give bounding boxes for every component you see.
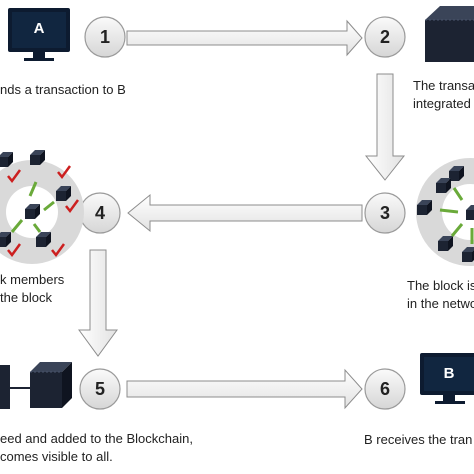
step-1-circle: 1 [84, 16, 126, 58]
step-3-circle: 3 [364, 192, 406, 234]
caption-step-4-line2: the block [0, 290, 53, 305]
step-4-circle: 4 [79, 192, 121, 234]
caption-step-1: nds a transaction to B [0, 82, 126, 97]
step-3-number: 3 [380, 203, 390, 223]
network-left-icon [0, 150, 84, 264]
caption-step-5-line2: comes visible to all. [0, 449, 113, 464]
step-2-number: 2 [380, 27, 390, 47]
step-1-number: 1 [100, 27, 110, 47]
caption-step-3-line2: in the netwo [407, 296, 474, 311]
monitor-a-icon: A [8, 8, 70, 61]
monitor-b-letter: B [444, 365, 455, 382]
step-5-circle: 5 [79, 368, 121, 410]
arrow-2-to-3 [364, 73, 406, 181]
block-cube-icon [425, 6, 474, 62]
caption-step-6: B receives the tran [364, 432, 473, 447]
monitor-a-letter: A [34, 20, 45, 37]
caption-step-2-line1: The transa [413, 78, 474, 93]
network-right-icon [416, 158, 474, 266]
arrow-4-to-5 [78, 249, 118, 357]
monitor-b-icon: B [420, 353, 474, 404]
arrow-5-to-6 [126, 368, 363, 410]
caption-step-5-line1: eed and added to the Blockchain, [0, 431, 193, 446]
step-6-circle: 6 [364, 368, 406, 410]
step-4-number: 4 [95, 203, 105, 223]
block-chain-icon [0, 362, 72, 409]
step-2-circle: 2 [364, 16, 406, 58]
arrow-1-to-2 [126, 19, 363, 57]
step-6-number: 6 [380, 379, 390, 399]
caption-step-4-line1: k members [0, 272, 65, 287]
checkmark-icon [7, 165, 80, 258]
arrow-3-to-4 [127, 193, 363, 233]
caption-step-2-line2: integrated [413, 96, 471, 111]
caption-step-3-line1: The block is [407, 278, 474, 293]
step-5-number: 5 [95, 379, 105, 399]
